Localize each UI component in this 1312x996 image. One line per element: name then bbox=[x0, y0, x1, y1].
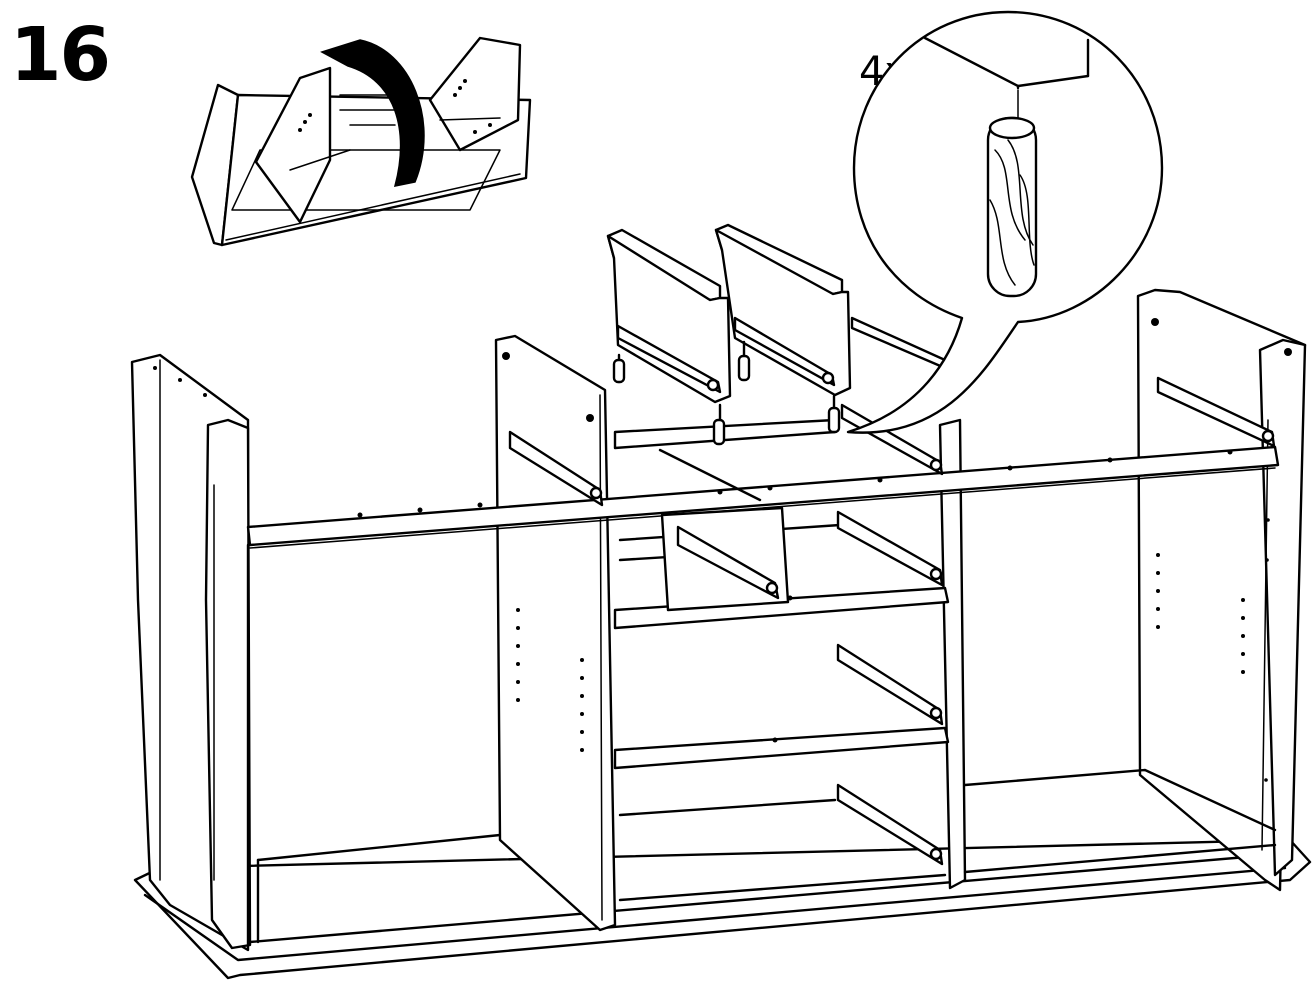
dowel-detail-callout bbox=[846, 10, 1164, 434]
orientation-thumbnail bbox=[190, 36, 532, 247]
drawer-runners bbox=[508, 376, 1276, 866]
shelf-pin-holes bbox=[153, 318, 1292, 782]
drawer-front-right bbox=[714, 223, 852, 434]
flip-over-arrow-icon bbox=[320, 39, 425, 187]
step-number: 16 bbox=[10, 12, 111, 98]
wooden-dowel-icon bbox=[986, 116, 1038, 298]
drawer-front-left bbox=[606, 228, 732, 446]
